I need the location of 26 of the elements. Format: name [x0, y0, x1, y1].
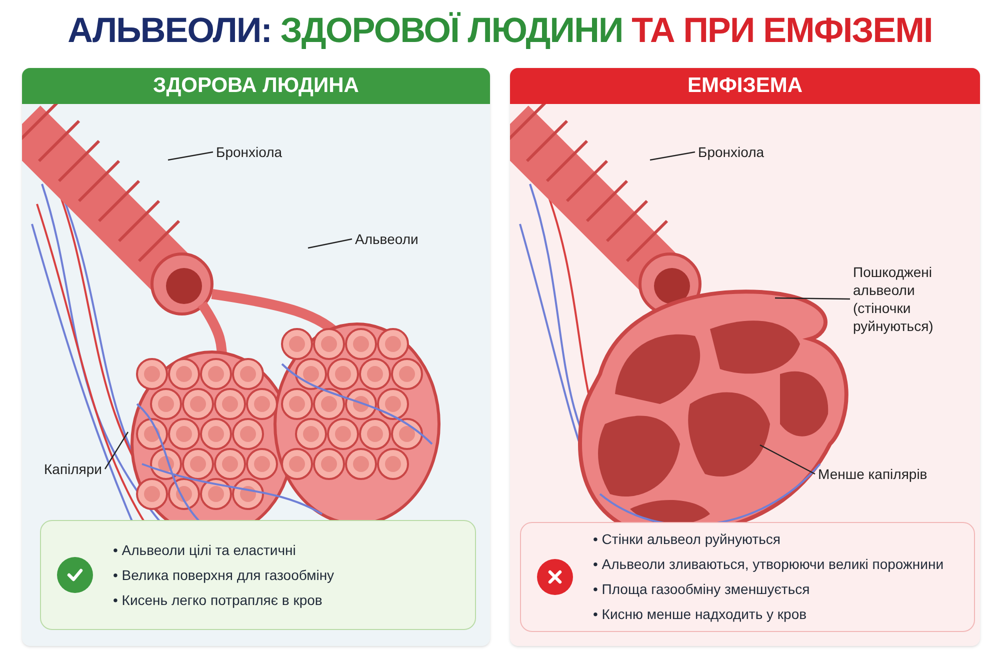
- leader-line: [308, 238, 352, 249]
- leader-line: [775, 297, 850, 300]
- callout-label: Капіляри: [44, 460, 102, 478]
- callout-label: Менше капілярів: [818, 465, 928, 483]
- callout-label: Альвеоли: [355, 230, 418, 248]
- callout-label: Пошкоджені альвеоли (стіночки руйнуються): [853, 263, 965, 335]
- panel-header: ЗДОРОВА ЛЮДИНА: [22, 68, 490, 104]
- bullet-text: • Кисень легко потрапляє в кров: [113, 590, 324, 610]
- leader-line: [650, 151, 696, 161]
- title: АЛЬВЕОЛИ: ЗДОРОВОЇ ЛЮДИНИ ТА ПРИ ЕМФІЗЕМІ: [66, 10, 934, 52]
- leader-line: [168, 151, 214, 161]
- info-box: [40, 520, 476, 630]
- panel: [22, 68, 490, 646]
- leader-line: [760, 444, 816, 475]
- leader-line: [104, 432, 129, 470]
- bullet-text: • Площа газообміну зменшується: [593, 580, 811, 599]
- bullet-text: • Альвеоли зливаються, утворюючи великі порожнини: [593, 555, 944, 574]
- callout-label: Бронхіола: [698, 143, 764, 161]
- panel: [510, 68, 980, 646]
- bullet-text: • Стінки альвеол руйнуються: [593, 530, 782, 549]
- info-box: [520, 522, 975, 632]
- bullet-text: • Велика поверхня для газообміну: [113, 566, 334, 585]
- panel-header: ЕМФІЗЕМА: [510, 68, 980, 104]
- bullet-text: • Альвеоли цілі та еластичні: [113, 540, 297, 560]
- bullet-text: • Кисню менше надходить у кров: [593, 605, 808, 624]
- callout-label: Бронхіола: [216, 143, 282, 161]
